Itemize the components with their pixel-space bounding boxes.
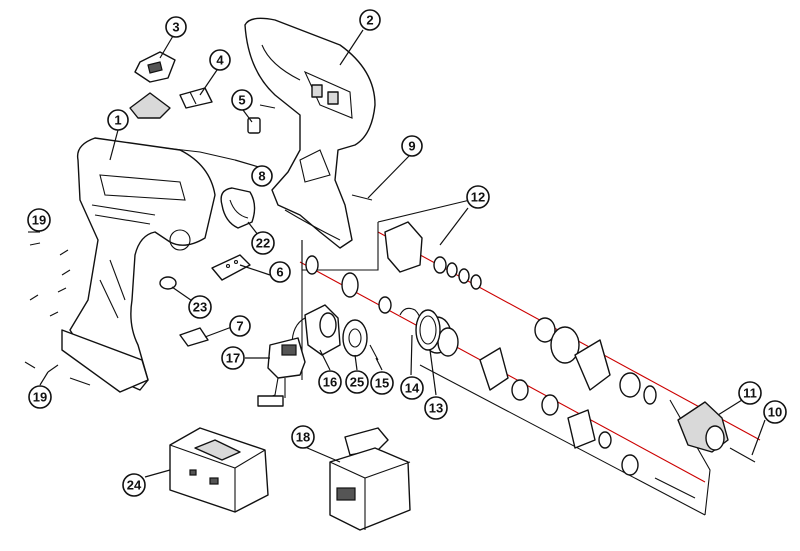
callout-label: 23 bbox=[193, 300, 207, 315]
contact-plate bbox=[211, 254, 251, 281]
callout-5: 5 bbox=[231, 89, 253, 111]
callout-24: 24 bbox=[122, 473, 146, 497]
callout-13: 13 bbox=[424, 396, 448, 420]
callout-label: 19 bbox=[32, 213, 46, 228]
callout-10: 10 bbox=[763, 400, 787, 424]
callout-23: 23 bbox=[188, 295, 212, 319]
callout-label: 24 bbox=[127, 478, 142, 493]
callout-9: 9 bbox=[401, 135, 423, 157]
switch-clip bbox=[179, 87, 213, 109]
callout-label: 19 bbox=[33, 390, 47, 405]
callout-17: 17 bbox=[221, 346, 245, 370]
callout-3: 3 bbox=[165, 16, 187, 38]
callout-18: 18 bbox=[291, 425, 315, 449]
callout-25: 25 bbox=[345, 370, 369, 394]
battery-pack bbox=[329, 427, 411, 531]
rubber-pad bbox=[179, 327, 209, 347]
callout-label: 4 bbox=[216, 53, 224, 68]
trigger-switch bbox=[257, 337, 306, 407]
chuck bbox=[677, 401, 729, 453]
small-pin bbox=[369, 344, 379, 361]
callout-label: 5 bbox=[238, 93, 245, 108]
callout-label: 15 bbox=[375, 376, 389, 391]
callout-label: 11 bbox=[743, 386, 757, 401]
callout-label: 14 bbox=[405, 381, 420, 396]
housing-right bbox=[244, 17, 376, 249]
callout-11: 11 bbox=[738, 381, 762, 405]
callout-label: 1 bbox=[114, 113, 121, 128]
battery-charger bbox=[169, 427, 269, 513]
callout-label: 13 bbox=[429, 401, 443, 416]
leader-lines bbox=[39, 29, 766, 478]
label-plate bbox=[129, 92, 171, 119]
callout-15: 15 bbox=[370, 371, 394, 395]
callout-label: 6 bbox=[276, 265, 283, 280]
motor bbox=[291, 304, 341, 356]
callout-label: 18 bbox=[296, 430, 310, 445]
callout-16: 16 bbox=[318, 370, 342, 394]
callout-label: 25 bbox=[350, 375, 364, 390]
gearbox-assembly bbox=[384, 221, 657, 405]
o-ring bbox=[415, 309, 441, 351]
callout-label: 2 bbox=[366, 13, 373, 28]
small-disk bbox=[159, 276, 177, 290]
callout-6: 6 bbox=[269, 261, 291, 283]
spring-wire bbox=[164, 147, 236, 161]
top-cap bbox=[134, 51, 176, 83]
callout-label: 10 bbox=[768, 405, 782, 420]
small-button bbox=[247, 104, 276, 134]
callout-label: 9 bbox=[408, 139, 415, 154]
callout-1: 1 bbox=[107, 109, 129, 131]
callout-19-bottom: 19 bbox=[28, 385, 52, 409]
callout-label: 22 bbox=[256, 236, 270, 251]
callout-14: 14 bbox=[400, 376, 424, 400]
callout-8: 8 bbox=[251, 165, 273, 187]
callout-label: 7 bbox=[236, 319, 243, 334]
motor-plate bbox=[342, 319, 368, 357]
callout-7: 7 bbox=[229, 315, 251, 337]
callout-label: 8 bbox=[258, 169, 265, 184]
callout-12: 12 bbox=[466, 185, 490, 209]
callout-label: 12 bbox=[471, 190, 485, 205]
main-housing-left bbox=[61, 137, 216, 393]
callout-19-top: 19 bbox=[27, 208, 51, 232]
callout-label: 17 bbox=[226, 351, 240, 366]
callout-2: 2 bbox=[359, 9, 381, 31]
clip-ring bbox=[220, 187, 256, 229]
callout-22: 22 bbox=[251, 231, 275, 255]
callout-4: 4 bbox=[209, 49, 231, 71]
pin bbox=[351, 194, 373, 201]
callout-label: 3 bbox=[172, 20, 179, 35]
chuck-screw bbox=[729, 447, 756, 463]
callout-label: 16 bbox=[323, 375, 337, 390]
